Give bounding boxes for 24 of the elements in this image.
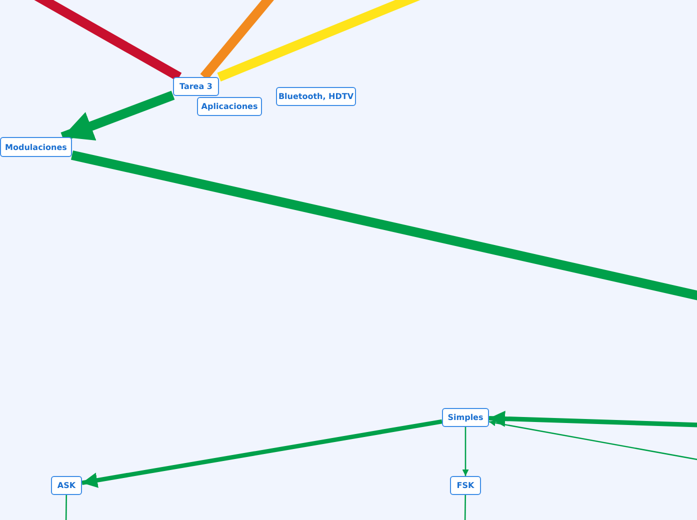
topic-box — [442, 408, 489, 427]
arrow — [462, 427, 469, 476]
topic-label: Tarea 3 — [180, 82, 212, 91]
topic-box — [0, 137, 72, 157]
topic-label: Modulaciones — [5, 142, 67, 152]
topic-label: Aplicaciones — [201, 102, 258, 111]
topic-label: ASK — [57, 481, 76, 490]
connector-line — [65, 495, 68, 520]
arrow — [488, 410, 697, 428]
arrow — [488, 420, 697, 461]
connector-line — [70, 150, 697, 301]
topic-label: Simples — [448, 413, 484, 422]
connector-line — [32, 0, 182, 82]
topic-label: Bluetooth, HDTV — [278, 92, 354, 101]
connector-line — [464, 495, 466, 520]
topic-box — [276, 87, 356, 106]
connector-line — [217, 0, 422, 82]
topic-label: FSK — [456, 481, 474, 490]
arrow — [60, 90, 175, 142]
topic-box — [197, 97, 262, 116]
topic-box — [173, 77, 219, 96]
topic-box — [51, 476, 82, 495]
topic-box — [450, 476, 481, 495]
arrow — [82, 419, 442, 488]
